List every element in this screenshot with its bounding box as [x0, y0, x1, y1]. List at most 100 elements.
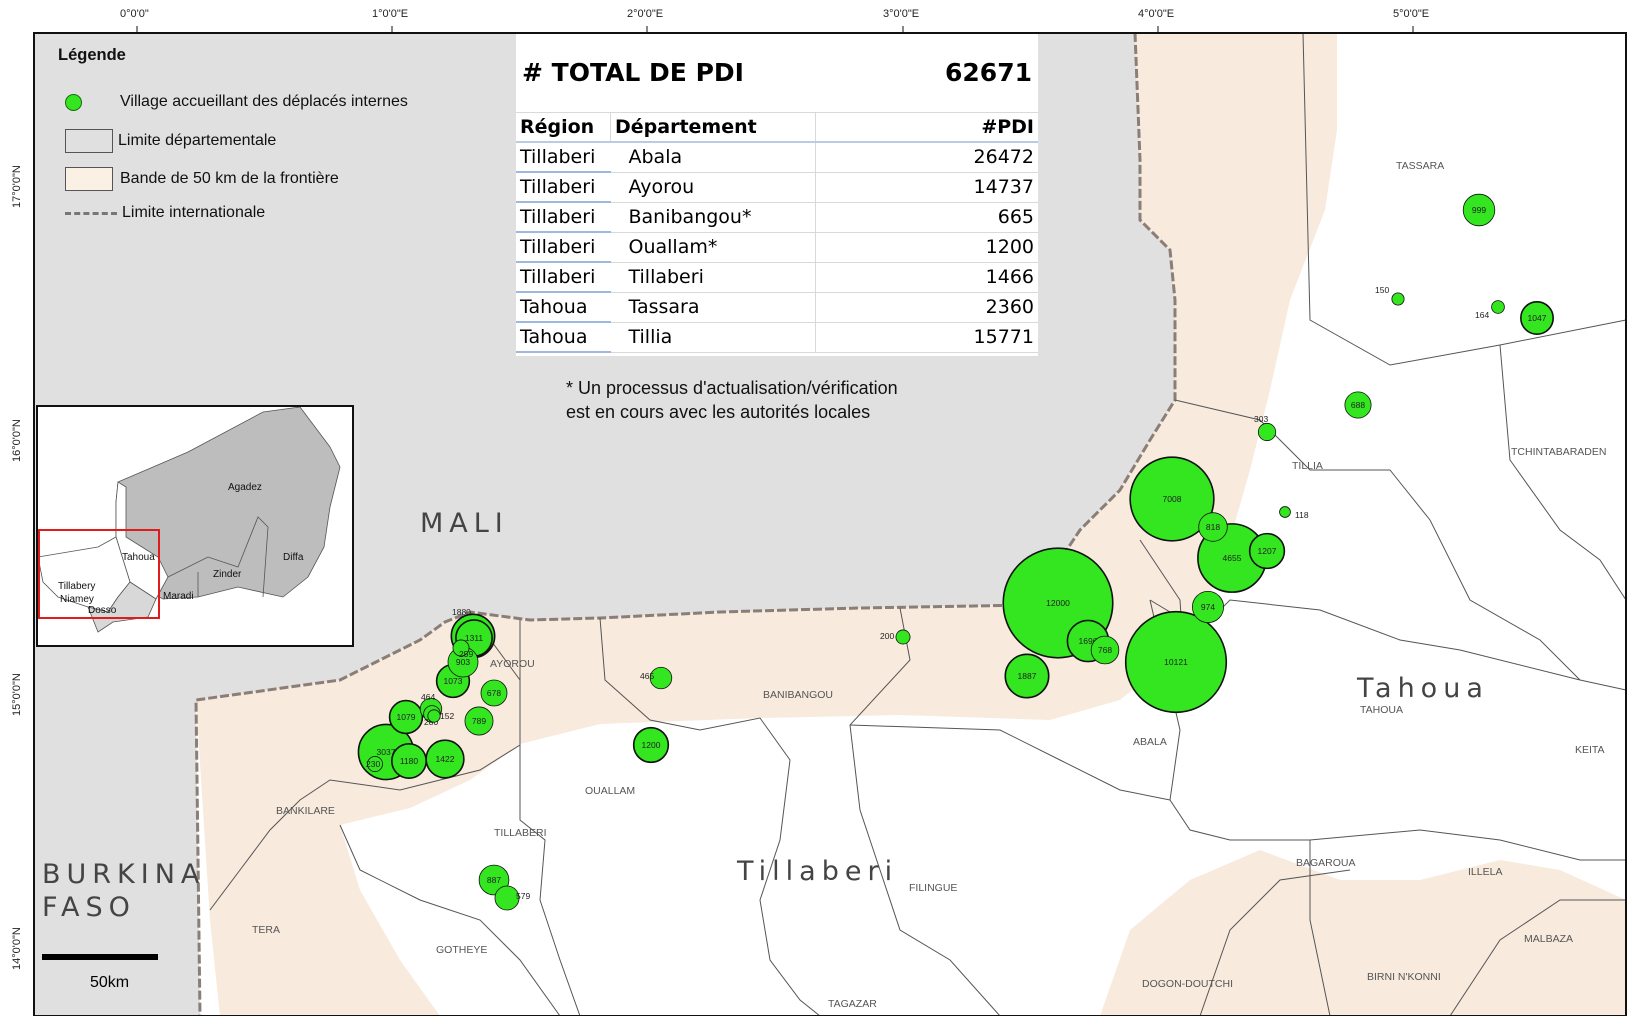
dept-tahoua: TAHOUA: [1360, 704, 1403, 716]
village-value-label: 200: [880, 631, 894, 641]
village-bubble: [367, 756, 383, 772]
legend-title: Légende: [58, 46, 126, 64]
cell-department: Tillia: [610, 321, 816, 353]
dept-tchintabaraden: TCHINTABARADEN: [1511, 446, 1606, 458]
cell-department: Abala: [610, 141, 816, 173]
village-value-label: 1696: [1079, 636, 1098, 646]
village-value-label: 3037: [377, 747, 396, 757]
inset-map: Agadez Tahoua Zinder Diffa Maradi Tillab…: [36, 405, 354, 647]
legend-label-department: Limite départementale: [118, 132, 277, 149]
village-value-label: 818: [1206, 522, 1220, 532]
village-value-label: 1180: [400, 756, 419, 766]
village-value-label: 10121: [1164, 657, 1188, 667]
scale-label: 50km: [90, 974, 130, 991]
dept-ouallam: OUALLAM: [585, 785, 635, 797]
village-bubble: [1520, 301, 1554, 335]
dept-dogon-doutchi: DOGON-DOUTCHI: [1142, 978, 1233, 990]
cell-region: Tillaberi: [516, 231, 611, 263]
dept-tillaberi: TILLABERI: [494, 827, 547, 839]
coord-top-3: 3°0'0"E: [883, 8, 919, 20]
cell-pdi: 665: [815, 201, 1038, 233]
village-value-label: 579: [516, 891, 530, 901]
department-labels: TASSARA TILLIA TCHINTABARADEN TAHOUA KEI…: [252, 160, 1606, 1010]
label-mali: MALI: [420, 508, 509, 539]
dept-abala: ABALA: [1133, 736, 1167, 748]
dept-gotheye: GOTHEYE: [436, 944, 487, 956]
village-bubble: [1491, 300, 1505, 314]
legend-item-department: Limite départementale: [65, 129, 276, 153]
cell-department: Tillaberi: [610, 261, 816, 293]
inset-label-dosso: Dosso: [88, 605, 117, 616]
village-value-label: 1422: [436, 754, 455, 764]
village-value-label: 903: [456, 657, 470, 667]
inset-label-niamey: Niamey: [60, 594, 94, 605]
village-bubble: [1090, 635, 1120, 665]
cell-region: Tillaberi: [516, 141, 611, 173]
cell-department: Banibangou*: [610, 201, 816, 233]
village-value-label: 150: [1375, 285, 1389, 295]
village-value-label: 1311: [465, 633, 484, 643]
dept-tillia: TILLIA: [1292, 460, 1323, 472]
village-value-label: 768: [1098, 645, 1112, 655]
dept-tassara: TASSARA: [1396, 160, 1444, 172]
label-burkina: BURKINA: [42, 859, 205, 890]
cell-pdi: 26472: [815, 141, 1038, 173]
village-bubble: [1129, 456, 1215, 542]
village-value-label: 12000: [1046, 598, 1070, 608]
cell-pdi: 1466: [815, 261, 1038, 293]
village-value-label: 999: [1472, 205, 1486, 215]
village-value-label: 464: [421, 692, 435, 702]
coord-left-0: 17°0'0"N: [11, 165, 23, 208]
cell-region: Tahoua: [516, 291, 611, 323]
village-bubble: [632, 726, 670, 764]
legend-item-buffer: Bande de 50 km de la frontière: [65, 167, 339, 191]
inset-map-svg: Agadez Tahoua Zinder Diffa Maradi Tillab…: [37, 406, 352, 645]
village-bubble: [895, 629, 911, 645]
village-value-label: 280: [424, 717, 438, 727]
cell-pdi: 15771: [815, 321, 1038, 353]
idp-table: # TOTAL DE PDI 62671 Région Département …: [516, 34, 1038, 356]
village-value-label: 259: [459, 649, 473, 659]
dept-ayorou: AYOROU: [490, 658, 535, 670]
coord-top-2: 2°0'0"E: [627, 8, 663, 20]
village-bubble: [427, 709, 441, 723]
border-line-icon: [65, 211, 117, 215]
village-bubble: [452, 639, 470, 657]
table-header: # TOTAL DE PDI 62671: [522, 58, 1032, 87]
dept-filingue: FILINGUE: [909, 882, 957, 894]
village-bubble: [1191, 590, 1225, 624]
coord-top-5: 5°0'0"E: [1393, 8, 1429, 20]
southern-buffer-band: [1100, 850, 1626, 1016]
note-line-2: est en cours avec les autorités locales: [566, 402, 871, 422]
village-bubble: [480, 679, 508, 707]
village-value-label: 1880: [452, 607, 471, 617]
coord-left-2: 15°0'0"N: [11, 673, 23, 716]
left-coordinates: 17°0'0"N 16°0'0"N 15°0'0"N 14°0'0"N: [11, 165, 23, 970]
village-bubble: [1257, 422, 1277, 442]
village-value-label: 164: [1475, 310, 1489, 320]
cell-department: Tassara: [610, 291, 816, 323]
village-bubble: [388, 699, 424, 735]
village-value-label: 678: [487, 688, 501, 698]
dept-tera: TERA: [252, 924, 280, 936]
cell-region: Tillaberi: [516, 261, 611, 293]
cell-pdi: 1200: [815, 231, 1038, 263]
legend: Légende Village accueillant des déplacés…: [38, 34, 458, 234]
inset-label-diffa: Diffa: [283, 552, 304, 563]
village-value-label: 688: [1351, 400, 1365, 410]
village-value-label: 1073: [444, 676, 463, 686]
village-value-label: 4655: [1223, 553, 1242, 563]
inset-label-agadez: Agadez: [228, 482, 262, 493]
legend-item-village: Village accueillant des déplacés interne…: [63, 93, 408, 111]
coord-top-0: 0°0'0": [120, 8, 149, 20]
cell-region: Tillaberi: [516, 171, 611, 203]
label-faso: FASO: [42, 892, 136, 923]
village-bubble: [1004, 653, 1050, 699]
dept-malbaza: MALBAZA: [1524, 933, 1573, 945]
legend-item-border: Limite internationale: [65, 204, 265, 222]
village-value-label: 118: [1295, 510, 1309, 520]
cell-department: Ouallam*: [610, 231, 816, 263]
